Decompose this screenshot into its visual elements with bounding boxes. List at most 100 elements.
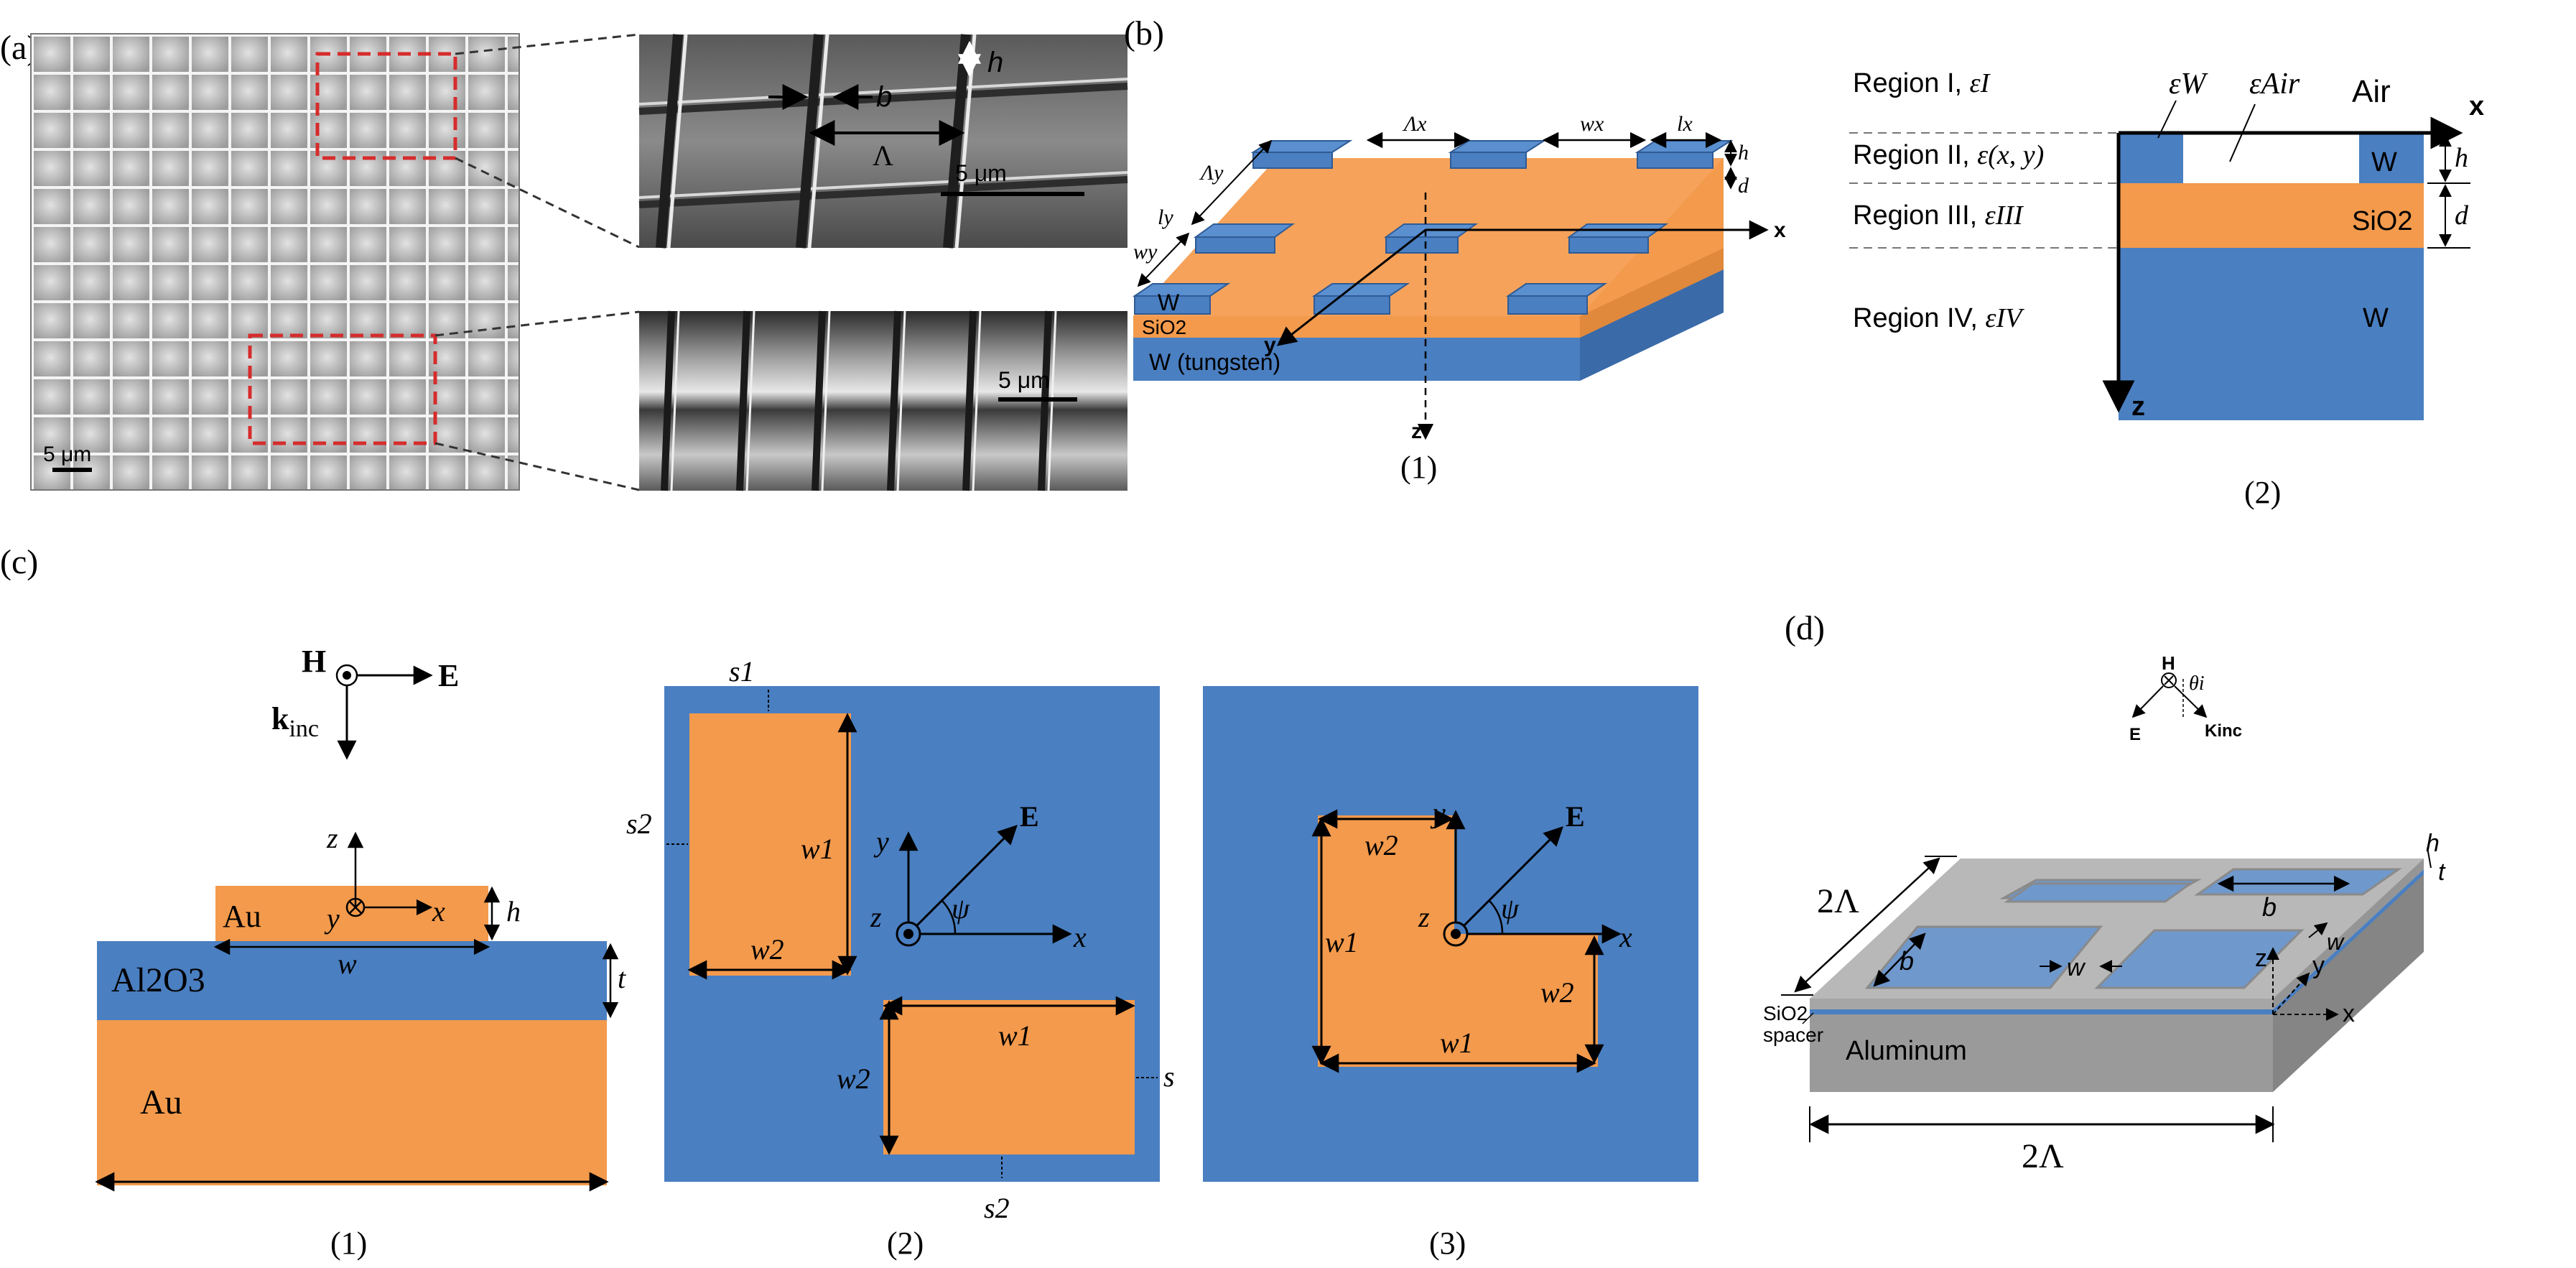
panel-c: (c) t h w Au Al2O3 Au H E kinc <box>0 543 1698 1261</box>
c1-cross-section: t h w Au Al2O3 Au H E kinc z y x <box>95 644 626 1261</box>
panel-a: (a) 5 μm <box>0 29 1128 491</box>
b1-w-y: wy <box>1133 240 1158 264</box>
label-h: h <box>987 47 1003 78</box>
c3-w2-right: w2 <box>1540 976 1574 1009</box>
d-h: h <box>2426 830 2440 857</box>
c3-top-view: w2 w1 w1 w2 y z x E ψ (3) <box>1203 686 1698 1261</box>
c2-z: z <box>870 901 882 933</box>
scale-label-top: 5 μm <box>955 160 1007 186</box>
highlight-box-bottom <box>248 333 437 445</box>
d-z: z <box>2255 945 2267 972</box>
c1-al2o3: Al2O3 <box>111 961 205 999</box>
panel-d: (d) 2Λ <box>1763 609 2446 1175</box>
c2-psi: ψ <box>952 892 970 925</box>
b2-h: h <box>2455 143 2468 173</box>
c2-y: y <box>873 825 889 858</box>
c1-caption: (1) <box>330 1226 367 1261</box>
d-b-left: b <box>1900 946 1914 976</box>
b1-axis-z: z <box>1411 420 1422 443</box>
d-H: H <box>2162 652 2175 674</box>
c3-y: y <box>1430 797 1446 829</box>
c2-w1-vertical: w1 <box>801 833 834 865</box>
b2-axis-x: x <box>2469 91 2484 121</box>
d-w-mid: w <box>2067 954 2086 981</box>
c2-w2-top: w2 <box>750 933 784 966</box>
scale-bar-main <box>52 468 92 472</box>
label-lambda: Λ <box>873 139 893 172</box>
panel-b: (b) <box>1124 14 2484 510</box>
d-structure: 2Λ 2Λ b w b w h t z y x SiO2 s <box>1763 652 2446 1175</box>
b2-eps-air: εAir <box>2249 68 2300 101</box>
c1-h: h <box>506 895 521 927</box>
c2-top-view: s1 s2 s s2 w1 w2 w1 w2 y z x E ψ <box>626 655 1175 1261</box>
c1-t: t <box>618 962 626 994</box>
b2-cross-section: x z h d Region I, εI Region II, ε(x, y) … <box>1849 68 2484 510</box>
sem-zoom-top: b h Λ 5 μm <box>638 34 1128 249</box>
panel-c-label: (c) <box>0 543 38 581</box>
b2-caption: (2) <box>2244 475 2281 510</box>
c1-x: x <box>432 895 445 927</box>
sem-zoom-bottom: 5 μm <box>639 310 1127 491</box>
b2-air: Air <box>2352 74 2391 109</box>
b2-w-bottom: W <box>2363 303 2389 333</box>
highlight-box-top <box>315 52 457 160</box>
d-y: y <box>2312 952 2325 979</box>
b1-lambda-x: Λx <box>1402 112 1427 136</box>
b2-sio2: SiO2 <box>2352 206 2412 236</box>
d-spacer2: spacer <box>1763 1024 1823 1046</box>
d-k: Kinc <box>2205 721 2242 741</box>
b1-l-x: lx <box>1677 112 1693 136</box>
b1-h: h <box>1738 141 1749 165</box>
d-lambda-bottom: 2Λ <box>2022 1137 2064 1175</box>
b1-l-y: ly <box>1158 205 1173 229</box>
d-b-top: b <box>2262 892 2277 922</box>
scale-bar-top <box>941 192 1084 196</box>
d-E: E <box>2129 725 2141 744</box>
b1-substrate-label: W (tungsten) <box>1149 349 1280 375</box>
c3-w2-top: w2 <box>1364 829 1398 861</box>
c2-s-right: s <box>1163 1060 1175 1093</box>
d-spacer1: SiO2 <box>1763 1002 1808 1024</box>
label-b: b <box>876 81 892 113</box>
c2-s2-bottom: s2 <box>984 1192 1010 1224</box>
c3-E: E <box>1566 800 1585 833</box>
c2-w2-side: w2 <box>837 1063 870 1095</box>
scale-label-main: 5 μm <box>43 443 91 466</box>
b2-eps-w: εW <box>2169 68 2209 101</box>
b1-axis-y: y <box>1264 333 1276 357</box>
b2-region2: Region II, ε(x, y) <box>1853 140 2044 170</box>
c2-s1: s1 <box>729 655 755 688</box>
c1-z: z <box>326 822 338 854</box>
c2-s2-left: s2 <box>626 807 652 840</box>
b1-axis-x: x <box>1774 218 1786 242</box>
b1-w-x: wx <box>1580 112 1604 136</box>
b1-caption: (1) <box>1400 450 1437 485</box>
panel-d-label: (d) <box>1785 609 1825 647</box>
d-t: t <box>2438 859 2446 886</box>
b1-w-label: W <box>1158 290 1180 315</box>
c2-w1-horizontal: w1 <box>998 1019 1032 1052</box>
c3-caption: (3) <box>1429 1226 1466 1261</box>
d-theta: θi <box>2189 672 2205 695</box>
b2-axis-z: z <box>2131 392 2145 422</box>
c1-au-top: Au <box>223 899 261 934</box>
c1-k: kinc <box>271 701 319 742</box>
scale-bar-bottom <box>998 397 1077 402</box>
c2-E: E <box>1020 800 1039 833</box>
b1-structure: Λx wx lx h d Λy ly wy W SiO2 W (tungsten… <box>1132 112 1786 485</box>
panel-b-label: (b) <box>1124 14 1164 52</box>
c3-z: z <box>1418 901 1430 933</box>
b2-region1: Region I, εI <box>1853 68 1991 98</box>
c3-x: x <box>1619 921 1632 953</box>
d-lambda-left: 2Λ <box>1817 882 1859 920</box>
b1-lambda-y: Λy <box>1199 161 1224 185</box>
b2-region3: Region III, εIII <box>1853 200 2024 231</box>
c1-H: H <box>302 644 326 679</box>
c1-w: w <box>338 948 357 980</box>
c3-psi: ψ <box>1501 892 1520 925</box>
sem-main-image: 5 μm <box>30 33 520 491</box>
scale-label-bottom: 5 μm <box>998 367 1050 393</box>
c2-x: x <box>1073 921 1087 953</box>
c3-w1-left: w1 <box>1325 926 1359 958</box>
